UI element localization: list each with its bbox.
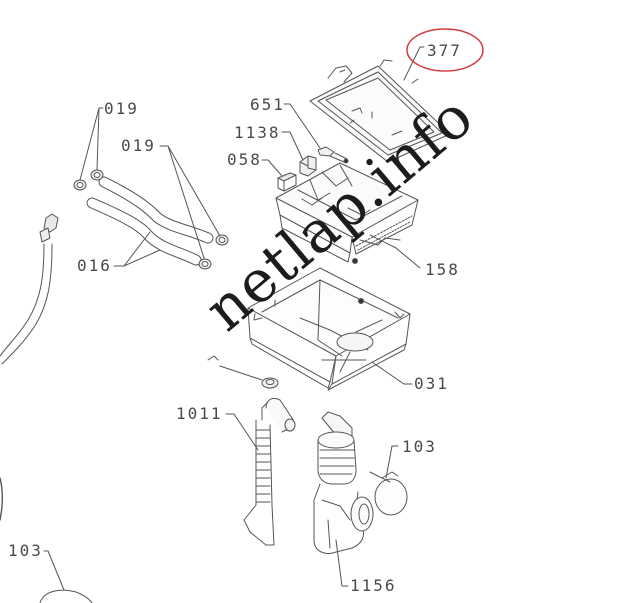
part-detergent-drawer [275,162,419,264]
part-label-103-right: 103 [402,437,437,456]
part-058 [277,172,297,192]
part-label-1138: 1138 [234,123,281,142]
part-label-158: 158 [425,260,460,279]
part-103-clamp [369,471,408,516]
part-651 [317,146,349,164]
part-label-019-lower: 019 [121,136,156,155]
part-label-031: 031 [414,374,449,393]
part-label-377: 377 [427,41,462,60]
part-grommet [207,355,279,389]
part-label-1011: 1011 [176,404,223,423]
part-1138 [299,155,317,177]
part-label-058: 058 [227,150,262,169]
part-label-1156: 1156 [350,576,397,595]
part-377-cover [309,59,451,163]
part-label-103-left: 103 [8,541,43,560]
part-016-hoses [86,176,214,266]
part-label-019-upper: 019 [104,99,139,118]
part-1156-sump-hose [313,411,374,554]
part-label-016: 016 [77,256,112,275]
part-label-651: 651 [250,95,285,114]
highlight-ellipse [406,28,484,72]
part-019-clamps [73,169,229,270]
part-031-housing [247,267,411,391]
part-1011-drain-hose [243,397,296,546]
part-inlet-hose [0,213,59,521]
